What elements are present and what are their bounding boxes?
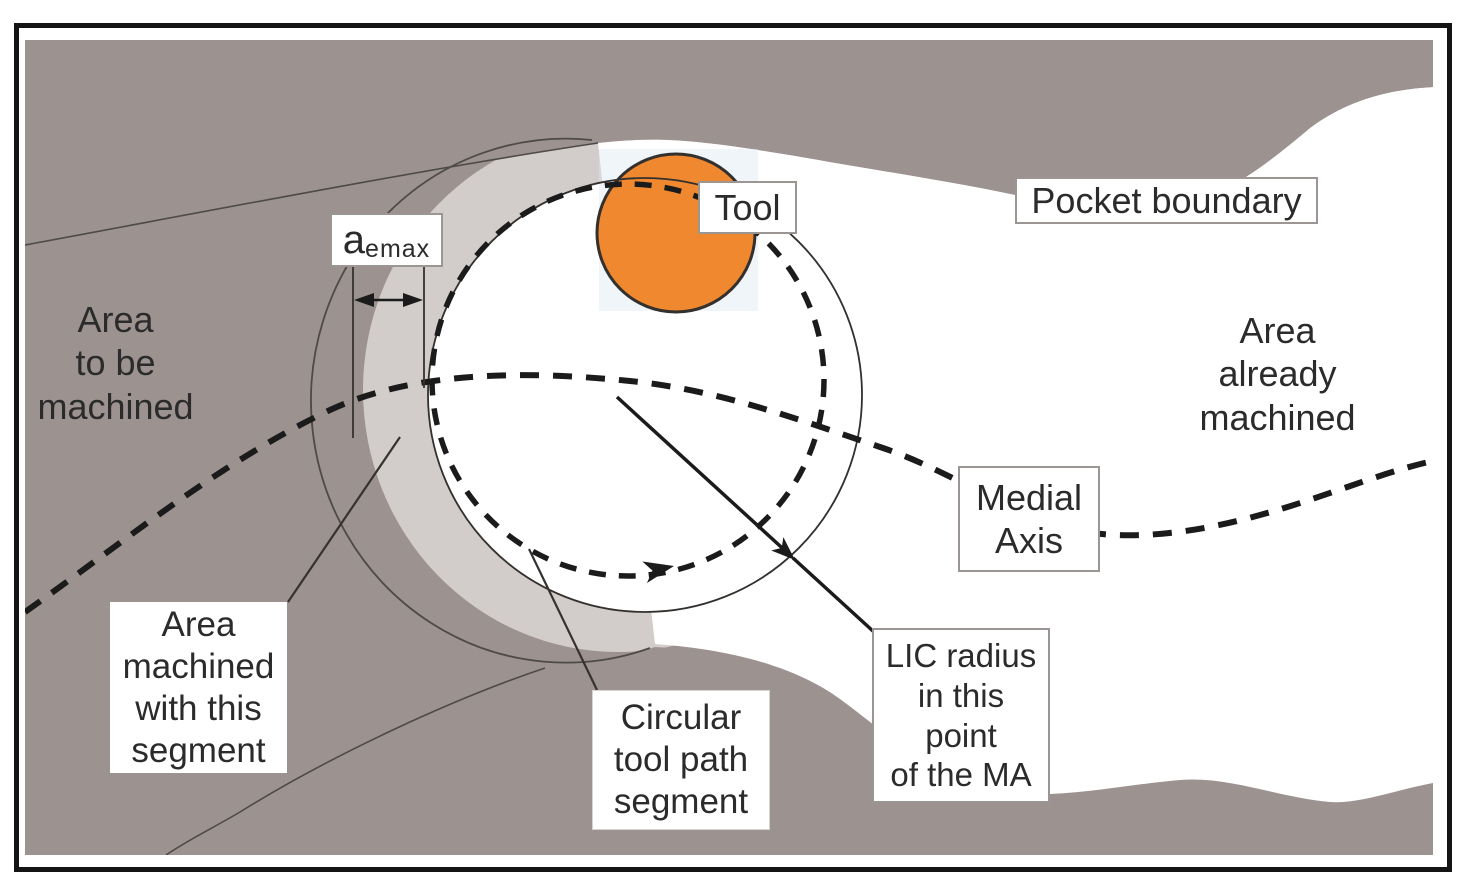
dimension-arrowhead-left xyxy=(354,293,374,307)
lic-circle-outline xyxy=(427,177,863,613)
area-already-machined-region xyxy=(598,87,1433,803)
pocket-boundary-line-bottom-left xyxy=(165,667,546,855)
area-to-be-machined-label: Area to be machined xyxy=(37,299,194,427)
circular-tool-path-label: Circular tool path segment xyxy=(592,690,770,830)
previous-boundary-arc xyxy=(310,137,651,664)
pocket-boundary-line-top-left xyxy=(25,142,599,246)
medial-axis-dashed-curve xyxy=(25,372,1433,615)
lic-radius-arrowhead xyxy=(771,537,795,560)
tool-path-leader-line xyxy=(528,548,598,691)
tool-label: Tool xyxy=(698,181,797,234)
figure-frame xyxy=(14,23,1452,872)
segment-area-leader-line xyxy=(287,436,401,603)
lic-radius-label: LIC radius in this point of the MA xyxy=(872,628,1050,803)
lic-radius-arrow-line xyxy=(615,395,793,558)
a-emax-symbol: a xyxy=(342,218,366,262)
lic-radius-leader-line xyxy=(791,556,876,634)
tool-path-direction-arrowhead xyxy=(642,561,674,583)
a-emax-subscript: emax xyxy=(365,235,431,263)
area-machined-with-segment-label: Area machined with this segment xyxy=(110,602,287,773)
medial-axis-label: Medial Axis xyxy=(958,466,1100,572)
area-already-machined-label: Area already machined xyxy=(1199,310,1356,438)
dimension-arrowhead-right xyxy=(403,293,423,307)
pocket-boundary-label: Pocket boundary xyxy=(1015,177,1318,224)
